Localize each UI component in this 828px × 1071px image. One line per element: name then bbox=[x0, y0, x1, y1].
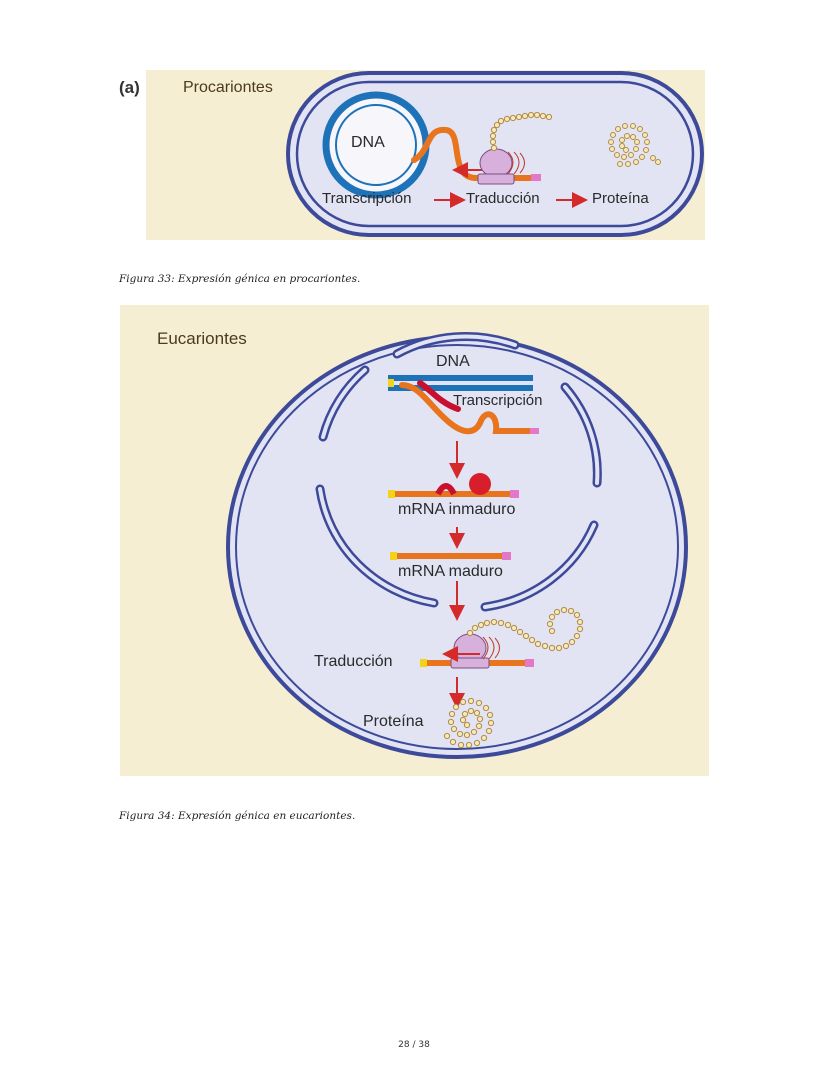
protein-spiral bbox=[443, 697, 495, 749]
step-translation: Traducción bbox=[466, 190, 540, 207]
step-protein: Proteína bbox=[592, 190, 649, 207]
eukaryote-figure: Eucariontes DNA Transcripción mRNA inmad… bbox=[120, 305, 709, 776]
dna-label: DNA bbox=[351, 134, 385, 151]
eukaryote-diagram bbox=[226, 331, 688, 759]
step-transcription: Transcripción bbox=[322, 190, 412, 207]
mature-mrna-label: mRNA maduro bbox=[398, 563, 503, 580]
polypeptide-chain bbox=[489, 111, 553, 152]
figure2-title: Eucariontes bbox=[157, 329, 247, 348]
immature-mrna-label: mRNA inmaduro bbox=[398, 501, 516, 518]
prokaryote-diagram bbox=[286, 71, 704, 237]
figure2-caption: Figura 34: Expresión génica en eucariont… bbox=[119, 810, 356, 822]
prokaryote-figure: Procariontes DNA Transcripción Traducció… bbox=[146, 70, 705, 240]
dna-strand bbox=[388, 375, 533, 381]
page-number: 28 / 38 bbox=[398, 1040, 430, 1050]
panel-letter: (a) bbox=[119, 78, 140, 97]
polypeptide-chain bbox=[466, 606, 584, 652]
nascent-mrna bbox=[399, 382, 535, 435]
dna-label: DNA bbox=[436, 353, 470, 370]
protein-label: Proteína bbox=[363, 713, 424, 730]
cell-membrane bbox=[295, 80, 695, 228]
ribosome bbox=[479, 148, 513, 178]
figure1-caption: Figura 33: Expresión génica en procarion… bbox=[119, 273, 361, 285]
figure1-title: Procariontes bbox=[183, 79, 273, 96]
mature-mrna bbox=[390, 553, 508, 559]
translation-label: Traducción bbox=[314, 653, 393, 670]
transcription-label: Transcripción bbox=[453, 392, 543, 409]
protein-spiral bbox=[608, 123, 661, 167]
